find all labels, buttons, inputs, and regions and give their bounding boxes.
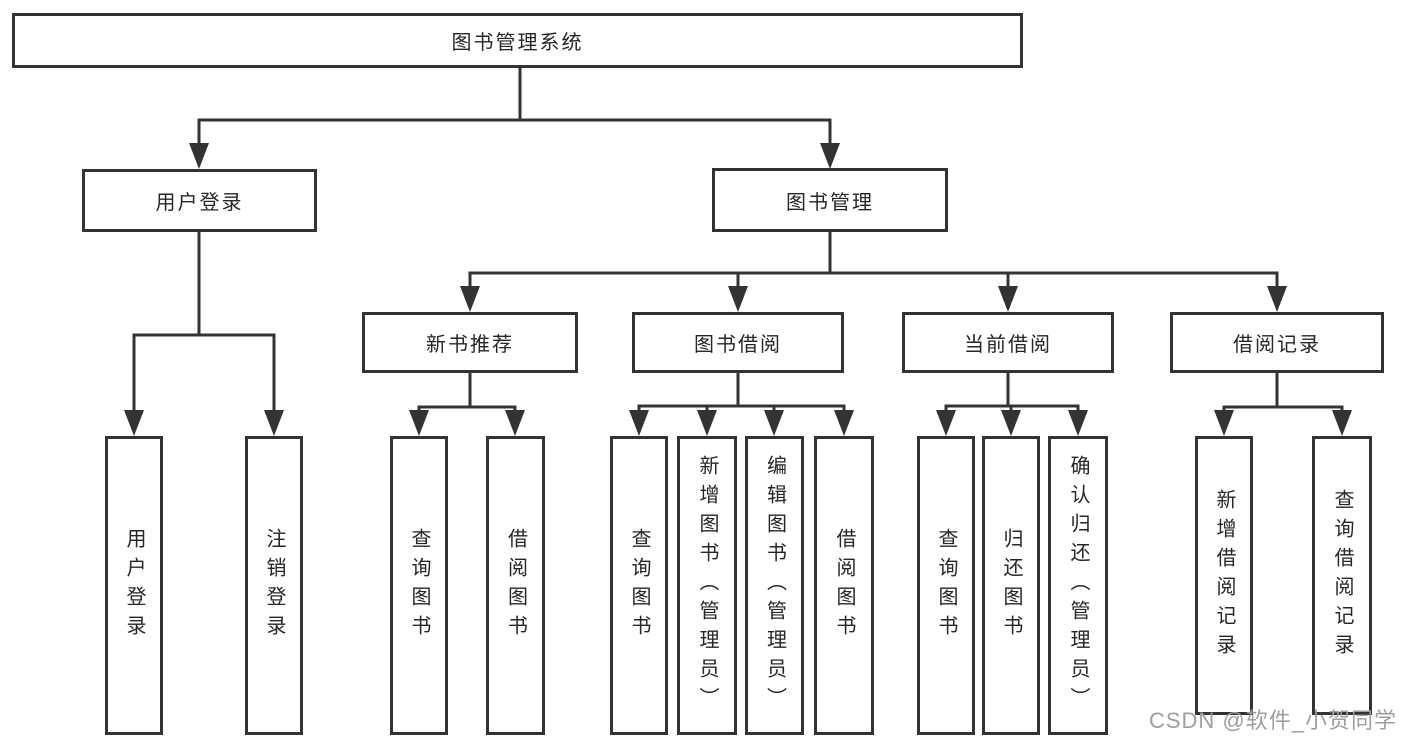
leaf-nbr-query-books: 查询图书 <box>390 436 448 735</box>
leaf-nbr-borrow-books: 借阅图书 <box>486 436 545 735</box>
leaf-cb-confirm-return-admin: 确认归还（管理员） <box>1048 436 1108 735</box>
node-book-borrow: 图书借阅 <box>632 312 844 373</box>
leaf-bb-borrow-books-label: 借阅图书 <box>833 527 855 644</box>
leaf-cb-confirm-return-admin-label: 确认归还（管理员） <box>1067 455 1089 716</box>
node-book-management-label: 图书管理 <box>786 191 874 214</box>
node-user-login: 用户登录 <box>82 169 317 232</box>
leaf-ul-user-login-label: 用户登录 <box>123 527 145 644</box>
leaf-bb-query-books-label: 查询图书 <box>628 527 650 644</box>
connector-user-login <box>132 232 276 414</box>
leaf-br-add-record-label: 新增借阅记录 <box>1213 488 1235 663</box>
leaf-bb-edit-book-admin: 编辑图书（管理员） <box>745 436 804 735</box>
node-borrow-records: 借阅记录 <box>1170 312 1384 373</box>
node-new-book-recommend: 新书推荐 <box>362 312 578 373</box>
node-current-borrow-label: 当前借阅 <box>964 334 1052 356</box>
node-borrow-records-label: 借阅记录 <box>1233 334 1321 356</box>
leaf-bb-query-books: 查询图书 <box>610 436 668 735</box>
leaf-br-add-record: 新增借阅记录 <box>1195 436 1253 715</box>
connector-borrow-records <box>1222 373 1344 414</box>
node-book-management: 图书管理 <box>712 168 948 232</box>
leaf-br-query-record: 查询借阅记录 <box>1312 436 1372 715</box>
leaf-cb-return-books: 归还图书 <box>982 436 1040 735</box>
leaf-bb-borrow-books: 借阅图书 <box>814 436 874 735</box>
connector-current-borrow <box>944 373 1080 414</box>
leaf-nbr-borrow-books-label: 借阅图书 <box>504 527 527 644</box>
connector-new-book-recommend <box>417 373 517 414</box>
node-new-book-recommend-label: 新书推荐 <box>426 334 514 356</box>
leaf-nbr-query-books-label: 查询图书 <box>408 527 430 644</box>
leaf-ul-logout: 注销登录 <box>245 436 303 735</box>
arrowheads <box>124 143 1352 436</box>
node-user-login-label: 用户登录 <box>155 192 244 214</box>
leaf-ul-user-login: 用户登录 <box>105 436 163 735</box>
connector-root <box>197 68 832 146</box>
node-library-system: 图书管理系统 <box>12 13 1023 68</box>
leaf-ul-logout-label: 注销登录 <box>263 527 285 644</box>
leaf-cb-query-books-label: 查询图书 <box>935 527 957 644</box>
csdn-watermark: CSDN @软件_小贺同学 <box>1148 708 1397 733</box>
leaf-cb-return-books-label: 归还图书 <box>1000 527 1022 644</box>
leaf-bb-edit-book-admin-label: 编辑图书（管理员） <box>763 455 786 716</box>
connector-book-management <box>468 232 1279 290</box>
leaf-br-query-record-label: 查询借阅记录 <box>1331 488 1353 663</box>
connector-book-borrow <box>637 373 846 414</box>
node-book-borrow-label: 图书借阅 <box>694 334 782 356</box>
leaf-bb-add-book-admin: 新增图书（管理员） <box>677 436 737 735</box>
leaf-cb-query-books: 查询图书 <box>917 436 975 735</box>
leaf-bb-add-book-admin-label: 新增图书（管理员） <box>696 455 718 716</box>
node-library-system-label: 图书管理系统 <box>451 32 584 54</box>
node-current-borrow: 当前借阅 <box>902 312 1114 373</box>
